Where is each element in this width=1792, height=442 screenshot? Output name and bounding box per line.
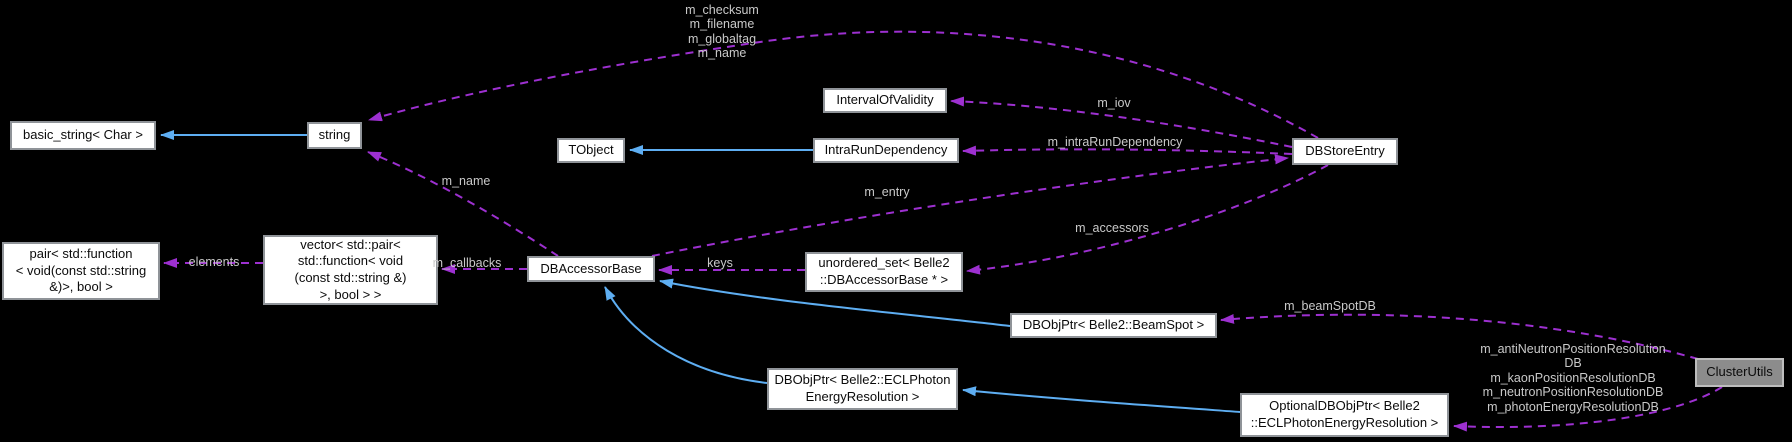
edge-label-resolution-members: m_antiNeutronPositionResolution DB m_kao… (1480, 342, 1666, 414)
node-dbstoreentry[interactable]: DBStoreEntry (1292, 138, 1398, 165)
edge-label-m-beamspotdb: m_beamSpotDB (1284, 299, 1376, 313)
node-basic-string[interactable]: basic_string< Char > (10, 121, 156, 150)
edge-dbobjptr-beamspot-to-dbaccessorbase (659, 278, 1011, 327)
edge-label-m-entry: m_entry (864, 185, 910, 199)
edge-label-m-iov: m_iov (1097, 96, 1131, 110)
edge-label-elements: elements (188, 255, 240, 269)
edge-dbaccessorbase-to-dbstoreentry (651, 154, 1289, 257)
node-dbobjptr-beamspot[interactable]: DBObjPtr< Belle2::BeamSpot > (1010, 313, 1217, 338)
node-intrarundependency[interactable]: IntraRunDependency (813, 138, 959, 163)
edge-optionaldbobjptr-to-dbobjptr-eclphoton (962, 386, 1241, 413)
node-vector-std-pair[interactable]: vector< std::pair< std::function< void (… (263, 235, 438, 305)
node-tobject[interactable]: TObject (557, 138, 625, 163)
edge-label-m-accessors: m_accessors (1075, 221, 1149, 235)
edge-clusterutils-to-optionaldbobjptr (1453, 386, 1723, 432)
node-string[interactable]: string (307, 122, 362, 149)
edge-label-keys: keys (707, 256, 733, 270)
edge-dbstoreentry-to-string-members (368, 30, 1319, 139)
node-intervalofvalidity[interactable]: IntervalOfValidity (823, 88, 947, 113)
node-clusterutils-current: ClusterUtils (1695, 358, 1784, 387)
node-pair-std-function[interactable]: pair< std::function < void(const std::st… (2, 242, 160, 300)
edge-label-m-intrarundependency: m_intraRunDependency (1047, 135, 1183, 149)
node-dbaccessorbase[interactable]: DBAccessorBase (527, 256, 655, 282)
edge-dbstoreentry-to-intervalofvalidity (950, 96, 1293, 148)
edge-label-checksum-filename-globaltag-name: m_checksum m_filename m_globaltag m_name (685, 3, 759, 61)
node-dbobjptr-eclphoton[interactable]: DBObjPtr< Belle2::ECLPhoton EnergyResolu… (767, 368, 958, 410)
node-unordered-set[interactable]: unordered_set< Belle2 ::DBAccessorBase *… (805, 252, 963, 292)
node-optionaldbobjptr[interactable]: OptionalDBObjPtr< Belle2 ::ECLPhotonEner… (1240, 393, 1449, 437)
edge-clusterutils-to-dbobjptr-beamspot (1220, 313, 1699, 360)
edge-label-m-callbacks: m_callbacks (432, 256, 502, 270)
edge-dbobjptr-eclphoton-to-dbaccessorbase (604, 286, 768, 384)
edge-label-m-name: m_name (441, 174, 491, 188)
edge-dbstoreentry-to-intrarundependency (962, 145, 1293, 156)
edge-dbstoreentry-to-unorderedset (966, 164, 1329, 275)
